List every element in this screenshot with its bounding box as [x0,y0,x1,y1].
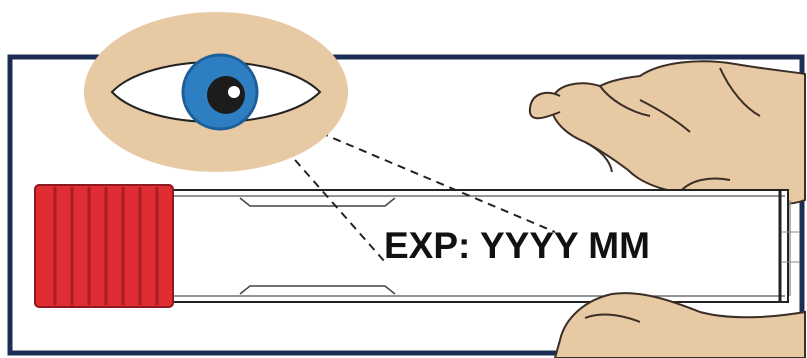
expiry-label: EXP: YYYY MM [384,225,650,266]
red-cap [35,185,173,307]
eye-icon [84,12,348,172]
